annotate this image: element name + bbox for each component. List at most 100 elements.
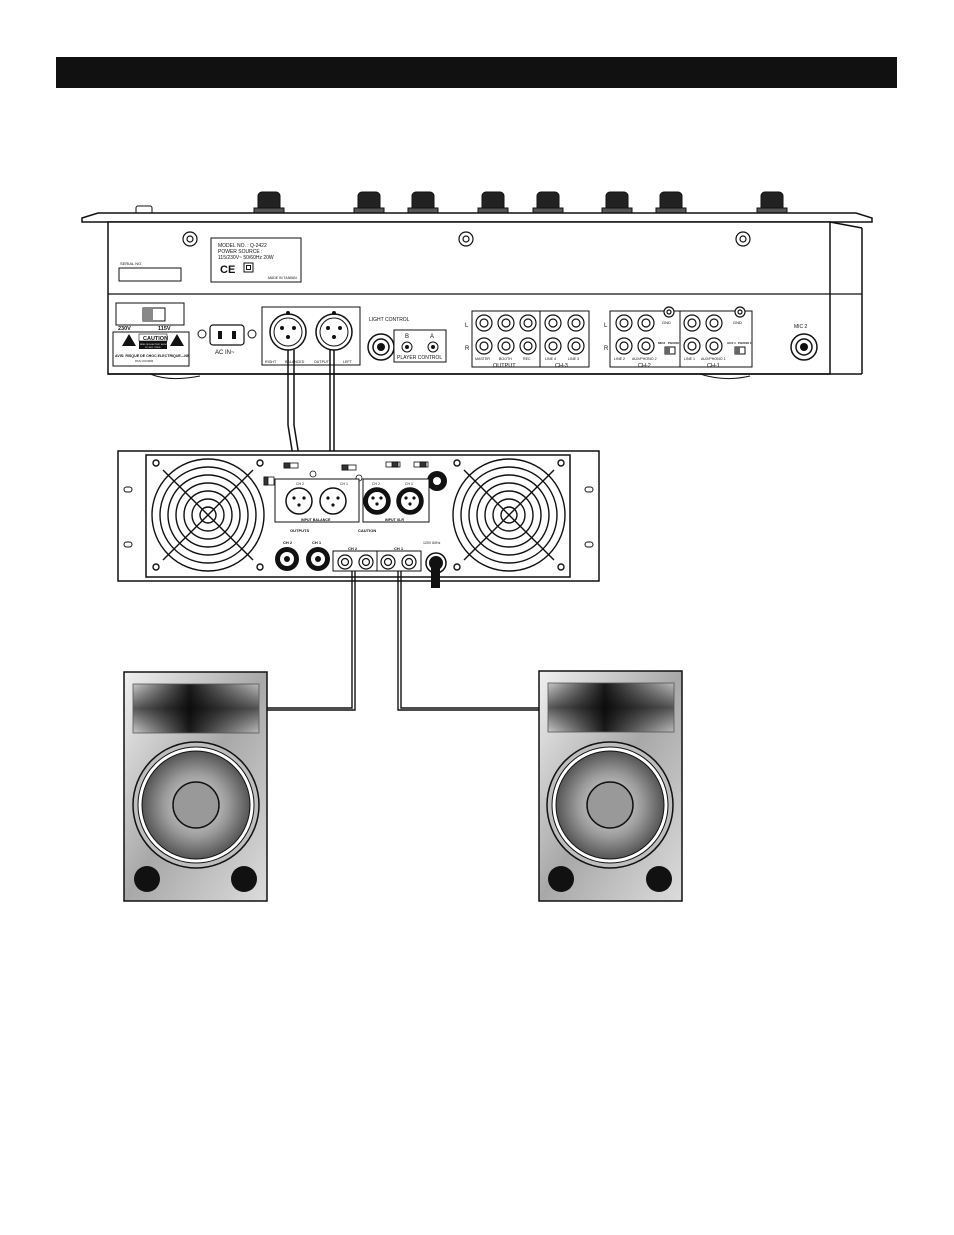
right-speaker-port (548, 866, 574, 892)
light-control-jack (367, 333, 395, 361)
left-speaker-port (231, 866, 257, 892)
rca-jacks-output (475, 314, 585, 355)
line4-label: LINE 4 (545, 357, 556, 361)
line2-label: LINE 2 (614, 357, 625, 361)
ac-in-label: AC IN~ (215, 350, 235, 356)
amp-ch2-label: CH 2 (296, 482, 304, 486)
speakon-ch1-label: CH 1 (312, 540, 322, 545)
mixer-screws (182, 231, 751, 247)
left-fan-grille (151, 458, 265, 572)
player-a-label: A (430, 334, 434, 340)
knob (532, 191, 564, 217)
ac-inlet (209, 324, 245, 346)
posts-ch1-label: CH 1 (394, 546, 404, 551)
ch2-mic2-label: MIC2 (658, 341, 665, 345)
circuit-breaker (427, 471, 447, 491)
player-b-label: B (405, 334, 409, 340)
speaker-cables (266, 571, 540, 711)
outputs-label: OUTPUTS (290, 528, 309, 533)
rca-master-label: MASTER (475, 357, 490, 361)
left-speaker (123, 671, 268, 902)
xlr-left-label: LEFT (343, 360, 353, 364)
mic2-label: MIC 2 (794, 324, 808, 330)
ch-r-label: R (465, 346, 470, 352)
ch2-gnd-label: GND (662, 320, 671, 325)
rca-booth-label: BOOTH (499, 357, 512, 361)
speakon-ch2 (275, 547, 299, 571)
left-speaker-port (134, 866, 160, 892)
amp-xlr-input-ch2 (363, 487, 391, 515)
knob (353, 191, 385, 217)
input-xlr-label: INPUT XLR (385, 518, 404, 522)
amp-xlr-input-ch1 (396, 487, 424, 515)
right-speaker-woofer (546, 741, 674, 869)
rca-jacks-ch2 (615, 306, 675, 355)
binding-posts-ch2 (337, 554, 374, 570)
right-speaker (538, 670, 683, 902)
mixer-rear-panel: SERIAL NO. MODEL NO. : Q-2422 POWER SOUR… (81, 191, 873, 380)
warning-triangle-icon (170, 334, 184, 346)
amp-xlr-ch2-label: CH 2 (372, 482, 380, 486)
voltage-230: 230V (118, 326, 131, 332)
player-control-label: PLAYER CONTROL (397, 355, 442, 361)
binding-posts-ch1 (380, 554, 417, 570)
header-bar (56, 57, 897, 88)
amp-xlr-ch1-label: CH 1 (405, 482, 413, 486)
ch3-label: CH-3 (555, 363, 568, 369)
left-speaker-horn (132, 683, 260, 734)
line3-label: LINE 3 (568, 357, 579, 361)
caution-line2: DO NOT OPEN (145, 347, 161, 349)
rca-rec-label: REC (523, 357, 531, 361)
caution-line1: RISK OF ELECTRIC SHOCK (140, 344, 169, 346)
output-label: OUTPUT (493, 363, 516, 369)
ch1-gnd-label: GND (733, 320, 742, 325)
rack-holes (123, 486, 594, 548)
ce-mark: CE (220, 264, 235, 276)
warning-triangle-icon (122, 334, 136, 346)
knob (253, 191, 285, 217)
speakon-ch2-label: CH 2 (283, 540, 293, 545)
aux1-label: AUX 1 (727, 341, 736, 345)
knob (756, 191, 788, 217)
mic2-jack (790, 333, 818, 361)
ch2-label: CH-2 (638, 363, 651, 369)
mains-label: 120V 60Hz (423, 541, 441, 545)
ch1-label: CH-1 (707, 363, 720, 369)
right-fan-grille (452, 458, 566, 572)
xlr-output-left (315, 311, 353, 351)
xlr-right-label: RIGHT (265, 360, 277, 364)
input-balanced-label: INPUT BALANCE (301, 518, 331, 522)
voltage-115: 115V (158, 326, 171, 332)
amp-switches (263, 461, 429, 486)
right-speaker-port (646, 866, 672, 892)
avis-line2: PAS OUVRIR (135, 359, 154, 363)
speakon-ch1 (306, 547, 330, 571)
left-speaker-woofer (132, 741, 260, 869)
rca-jacks-ch1 (683, 306, 746, 355)
model-line: MODEL NO. : Q-2422 (218, 243, 267, 249)
line1-label: LINE 1 (684, 357, 695, 361)
aux-phono1-label: AUX/PHONO 1 (701, 357, 726, 361)
knob (601, 191, 633, 217)
phono1-label: PHONO 1 (738, 341, 752, 345)
right-speaker-horn (547, 682, 675, 733)
power-cord (425, 552, 447, 588)
ch2-r-label: R (604, 346, 609, 352)
ch2-phono2-label: PHONO 2 (668, 341, 682, 345)
amp-xlr-input-ch2-balanced (285, 487, 313, 515)
xlr-output-label: OUTPUT (314, 360, 330, 364)
light-control-label: LIGHT CONTROL (369, 317, 410, 323)
amplifier-rear-panel: CH 2 CH 1 CH 2 CH 1 INPUT BALANCE INPUT … (117, 450, 600, 588)
avis-line: AVIS: RISQUE DE CHOC ELECTRIQUE—NE (115, 354, 190, 358)
amp-caution-label: CAUTION (358, 528, 376, 533)
made-in: MADE IN TAIWAN (268, 276, 297, 280)
power-line: POWER SOURCE : (218, 249, 262, 255)
ch2-l-label: L (604, 323, 608, 329)
knob (407, 191, 439, 217)
xlr-balanced-label: BALANCED (285, 360, 305, 364)
aux-phono2-label: AUX/PHONO 2 (632, 357, 657, 361)
amp-xlr-input-ch1-balanced (319, 487, 347, 515)
knob (655, 191, 687, 217)
power-spec: 115/230V~ 50/60Hz 20W (218, 255, 274, 261)
